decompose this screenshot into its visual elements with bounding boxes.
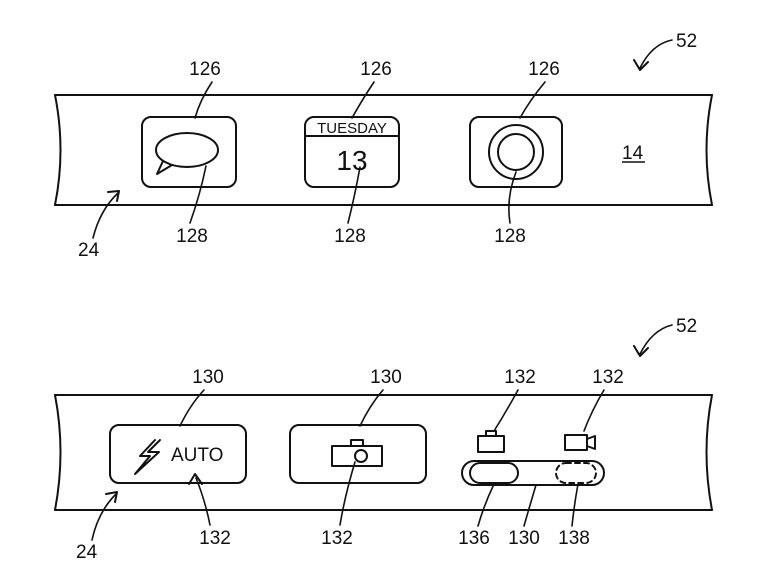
top-strip (54, 94, 713, 206)
ref-138: 138 (558, 528, 590, 549)
flash-mode-label: AUTO (171, 445, 223, 466)
ref-128-b-leader (347, 166, 361, 224)
ref-126-b: 126 (360, 59, 392, 80)
camera-button-icon (469, 116, 563, 188)
ref-132-c-leader (493, 389, 519, 432)
ref-130-c-leader (523, 484, 537, 527)
ref-52-top-arrowhead (633, 59, 649, 71)
calendar-icon: TUESDAY 13 (304, 116, 400, 188)
ref-126-c: 126 (528, 59, 560, 80)
ref-130-a-leader (179, 389, 205, 427)
mode-slider (461, 460, 605, 486)
camera-button (289, 424, 427, 484)
ref-130-a: 130 (192, 367, 224, 388)
top-panel: 52 24 126 128 TUESDAY 13 (54, 31, 713, 261)
ref-128-c-leader (508, 171, 517, 224)
calendar-day: TUESDAY (317, 120, 387, 137)
calendar-date: 13 (336, 145, 367, 176)
ref-52-bottom-leader (639, 324, 673, 355)
ref-128-b: 128 (334, 226, 366, 247)
ref-130-b: 130 (370, 367, 402, 388)
slider-track (461, 460, 605, 486)
ref-128-a: 128 (176, 226, 208, 247)
ref-138-leader (571, 483, 579, 527)
ref-132-d-leader (583, 389, 605, 432)
ref-132-d: 132 (592, 367, 624, 388)
ref-128-a-leader (189, 165, 207, 224)
ref-24-top-leader (92, 192, 119, 239)
ref-130-b-leader (359, 389, 384, 427)
ref-126-a: 126 (189, 59, 221, 80)
ref-136-leader (477, 483, 495, 527)
ref-52-bottom: 52 (676, 316, 697, 337)
flash-auto-button: AUTO (109, 424, 247, 484)
ref-126-a-leader (194, 81, 213, 119)
ref-132-a-arrowhead (188, 473, 203, 485)
bottom-panel: 52 24 AUTO 130 132 (54, 316, 713, 563)
ref-24-bottom-arrowhead (105, 491, 118, 503)
ref-128-c: 128 (494, 226, 526, 247)
video-camera-mode-icon (564, 434, 596, 451)
ref-24-top-arrowhead (107, 190, 120, 202)
ref-132-c: 132 (504, 367, 536, 388)
ref-132-a-leader (195, 477, 211, 526)
ref-132-b: 132 (321, 528, 353, 549)
bottom-strip (54, 394, 713, 511)
ref-14: 14 (622, 143, 644, 164)
ref-136: 136 (458, 528, 490, 549)
ref-52-top: 52 (676, 31, 697, 52)
still-camera-mode-icon (477, 430, 505, 453)
ref-24-bottom: 24 (76, 542, 98, 563)
ref-126-c-leader (519, 81, 546, 119)
ref-132-a: 132 (199, 528, 231, 549)
ref-52-bottom-arrowhead (633, 345, 649, 357)
slider-knob-still (469, 462, 519, 484)
slider-knob-video (555, 462, 597, 484)
camera-icon (331, 445, 383, 467)
ref-24-top: 24 (78, 240, 100, 261)
lightning-icon (134, 439, 161, 475)
ref-132-b-leader (339, 461, 356, 526)
message-bubble-icon (141, 116, 237, 188)
ref-126-b-leader (351, 81, 375, 119)
ref-130-c: 130 (508, 528, 540, 549)
ref-24-bottom-leader (91, 493, 117, 541)
ref-52-top-leader (639, 39, 673, 69)
